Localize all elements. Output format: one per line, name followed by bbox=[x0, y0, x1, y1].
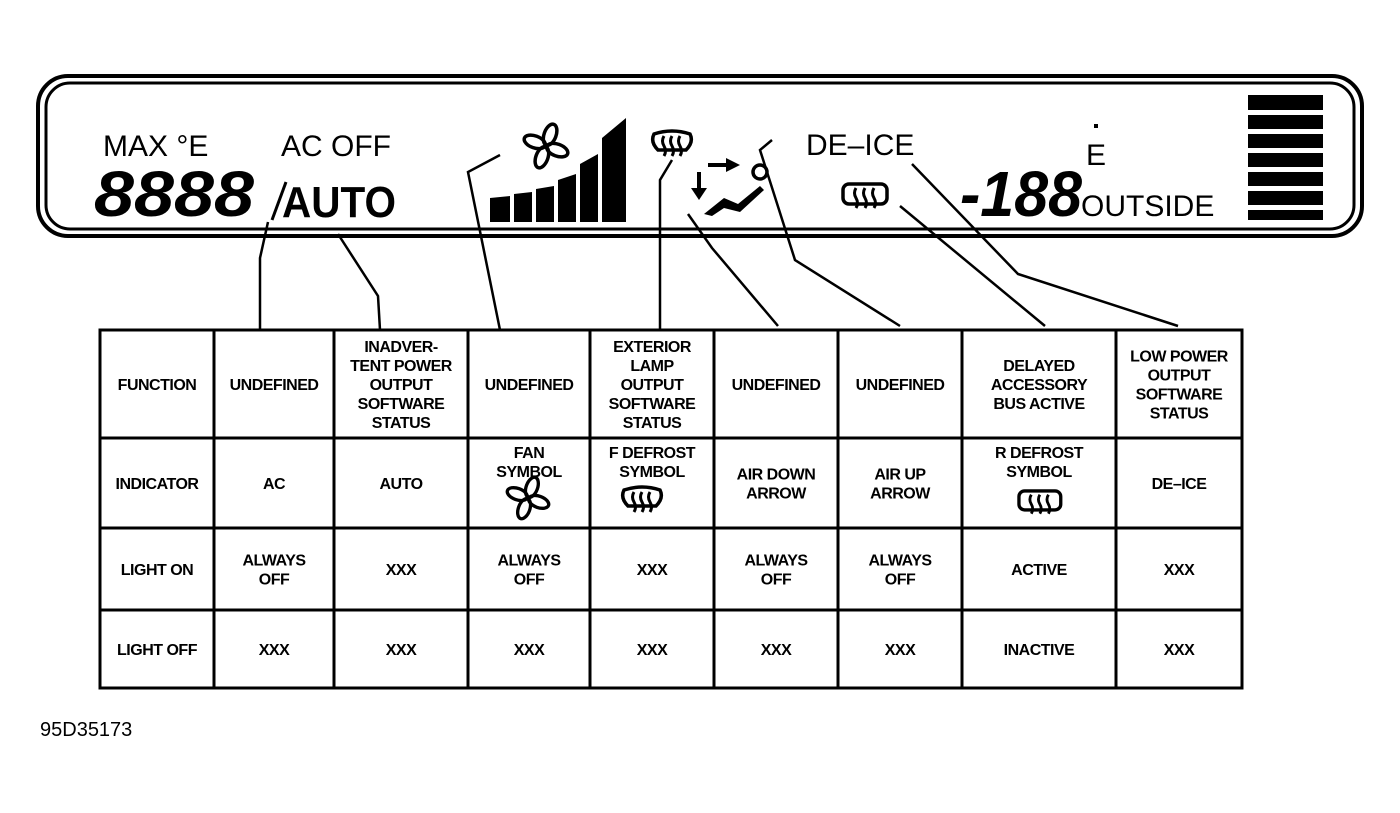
table-cell-text: ACCESSORY bbox=[991, 377, 1088, 394]
table-cell-text: OUTPUT bbox=[1148, 368, 1212, 385]
outside-label: OUTSIDE bbox=[1081, 190, 1214, 223]
table-cell-text: FAN bbox=[514, 445, 545, 462]
table-cell-text: XXX bbox=[1164, 642, 1195, 659]
table-cell-text: EXTERIOR bbox=[613, 339, 692, 356]
table-cell-text: STATUS bbox=[372, 415, 431, 432]
table-cell-text: XXX bbox=[514, 642, 545, 659]
table-cell-text: ALWAYS bbox=[497, 553, 561, 570]
e-marker: E bbox=[1086, 139, 1106, 172]
table-cell-text: AUTO bbox=[379, 476, 422, 493]
table-cell-text: XXX bbox=[386, 642, 417, 659]
table-cell-text: OFF bbox=[885, 572, 916, 589]
max-temp-label: MAX °E bbox=[103, 130, 208, 163]
table-cell-text: R DEFROST bbox=[995, 445, 1084, 462]
table-cell-text: ALWAYS bbox=[744, 553, 808, 570]
table-cell-text: SOFTWARE bbox=[1136, 387, 1223, 404]
table-cell-text: TENT POWER bbox=[350, 358, 453, 375]
table-cell-text: UNDEFINED bbox=[485, 377, 574, 394]
table-cell-text: ARROW bbox=[746, 486, 807, 503]
table-cell-text: ALWAYS bbox=[242, 553, 306, 570]
auto-label: AUTO bbox=[282, 178, 396, 227]
table-cell-text: INACTIVE bbox=[1004, 642, 1076, 659]
auto-slash bbox=[270, 181, 288, 221]
figure-id: 95D35173 bbox=[40, 719, 132, 741]
table-cell-text: XXX bbox=[1164, 562, 1195, 579]
table-cell-text: SYMBOL bbox=[1006, 464, 1072, 481]
table-cell-text: XXX bbox=[637, 562, 668, 579]
table-cell-text: LAMP bbox=[630, 358, 674, 375]
function-table bbox=[98, 328, 1244, 690]
table-cell-text: ARROW bbox=[870, 486, 931, 503]
table-cell-text: BUS ACTIVE bbox=[993, 396, 1085, 413]
table-front-defrost-icon bbox=[620, 485, 664, 514]
table-cell-text: UNDEFINED bbox=[856, 377, 945, 394]
de-ice-label: DE–ICE bbox=[806, 129, 914, 162]
table-cell-text: UNDEFINED bbox=[230, 377, 319, 394]
table-cell-text: F DEFROST bbox=[609, 445, 696, 462]
table-cell-text: SYMBOL bbox=[619, 464, 685, 481]
table-rear-defrost-icon bbox=[1017, 489, 1063, 516]
row-label: LIGHT OFF bbox=[117, 642, 198, 659]
e-marker-dot bbox=[1094, 124, 1098, 128]
table-cell-text: STATUS bbox=[623, 415, 682, 432]
row-label: INDICATOR bbox=[116, 476, 200, 493]
table-cell-text: UNDEFINED bbox=[732, 377, 821, 394]
display-outer-frame bbox=[36, 74, 1364, 238]
table-cell-text: AIR DOWN bbox=[737, 467, 816, 484]
table-cell-text: OUTPUT bbox=[621, 377, 685, 394]
table-text: FUNCTION UNDEFINED INADVER- TENT POWER OUTPU… bbox=[116, 339, 1230, 659]
table-cell-text: XXX bbox=[761, 642, 792, 659]
rear-defrost-icon bbox=[841, 182, 889, 210]
table-cell-text: SYMBOL bbox=[496, 464, 562, 481]
row-label: FUNCTION bbox=[118, 377, 197, 394]
table-cell-text: LOW POWER bbox=[1130, 349, 1229, 366]
ac-off-label: AC OFF bbox=[281, 130, 391, 163]
table-cell-text: DELAYED bbox=[1003, 358, 1074, 375]
fan-level-bars bbox=[490, 118, 626, 222]
table-cell-text: STATUS bbox=[1150, 406, 1209, 423]
front-defrost-icon bbox=[650, 129, 694, 158]
table-cell-text: XXX bbox=[386, 562, 417, 579]
table-cell-text: XXX bbox=[259, 642, 290, 659]
leader-lines bbox=[258, 139, 1179, 331]
table-cell-text: OUTPUT bbox=[370, 377, 434, 394]
air-up-arrow-icon bbox=[704, 158, 769, 216]
table-cell-text: OFF bbox=[259, 572, 290, 589]
table-cell-text: ALWAYS bbox=[868, 553, 932, 570]
temperature-bar-scale bbox=[1248, 95, 1323, 220]
table-cell-text: XXX bbox=[637, 642, 668, 659]
table-cell-text: SOFTWARE bbox=[358, 396, 445, 413]
table-cell-text: AC bbox=[263, 476, 286, 493]
table-cell-text: AIR UP bbox=[874, 467, 926, 484]
table-cell-text: OFF bbox=[761, 572, 792, 589]
table-cell-text: ACTIVE bbox=[1011, 562, 1068, 579]
table-fan-icon bbox=[503, 473, 553, 523]
outside-temp-digits: -188 bbox=[960, 158, 1082, 230]
table-cell-text: DE–ICE bbox=[1152, 476, 1208, 493]
table-cell-text: INADVER- bbox=[364, 339, 438, 356]
row-label: LIGHT ON bbox=[121, 562, 193, 579]
table-cell-text: XXX bbox=[885, 642, 916, 659]
table-cell-text: SOFTWARE bbox=[609, 396, 696, 413]
fan-icon bbox=[520, 120, 572, 172]
table-cell-text: OFF bbox=[514, 572, 545, 589]
air-down-arrow-icon bbox=[691, 172, 707, 200]
temperature-digits: 8888 bbox=[94, 158, 254, 230]
